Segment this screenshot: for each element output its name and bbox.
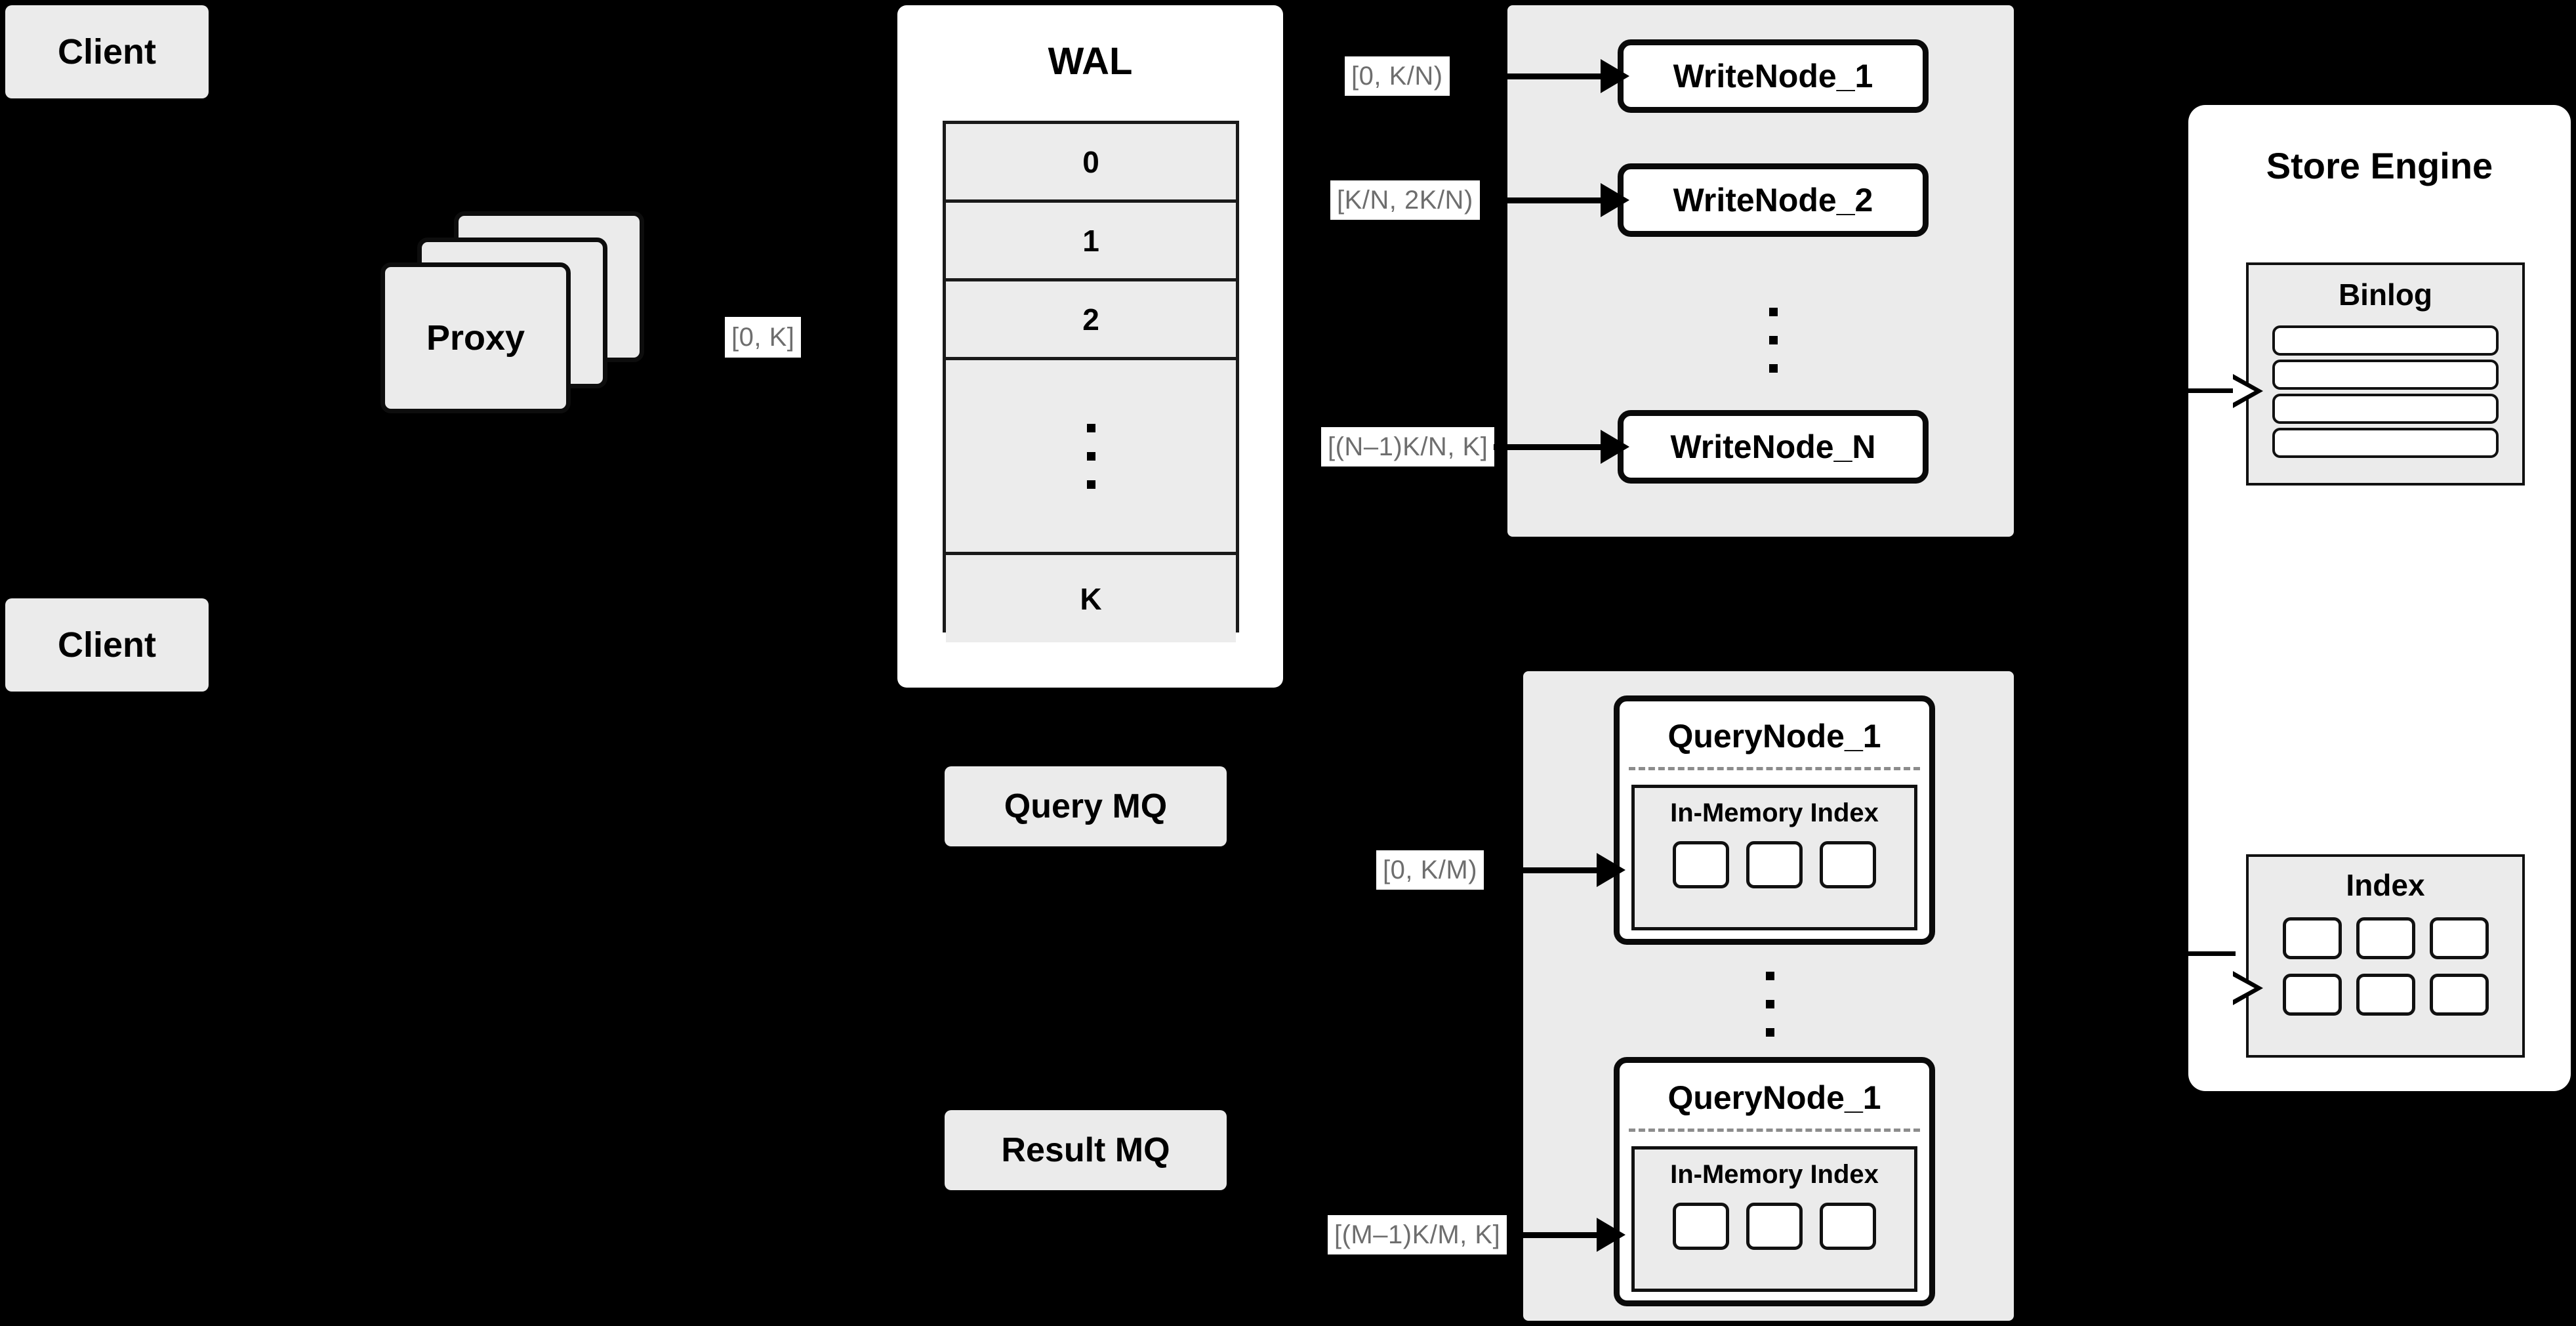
- client-box-bottom[interactable]: Client: [5, 598, 209, 692]
- proxy-stack[interactable]: Proxy: [380, 211, 669, 434]
- proxy-range-label: [0, K]: [725, 317, 802, 358]
- query-node-title: QueryNode_1: [1667, 718, 1881, 755]
- index-cell: [2429, 974, 2489, 1016]
- query-node-1-arrow-head: [1597, 853, 1625, 887]
- write-node-label: WriteNode_1: [1673, 58, 1873, 94]
- wal-row: K: [946, 555, 1236, 642]
- ellipsis-dot: [1086, 480, 1095, 489]
- query-node-m-range-label: [(M–1)K/M, K]: [1328, 1215, 1507, 1254]
- ellipsis-dot: [1086, 451, 1095, 461]
- in-memory-index-box: In-Memory Index: [1631, 1146, 1917, 1292]
- binlog-arrow-line: [2188, 388, 2236, 393]
- in-memory-index-title: In-Memory Index: [1670, 798, 1879, 827]
- index-cell: [1746, 841, 1803, 888]
- binlog-title: Binlog: [2338, 278, 2433, 312]
- store-engine-panel: Store Engine Binlog Index: [2188, 105, 2571, 1091]
- client-box-top[interactable]: Client: [5, 5, 209, 98]
- index-arrow-line: [2188, 951, 2236, 956]
- write-node-n-arrow-line: [1494, 444, 1605, 450]
- write-node-1-arrow-line: [1494, 73, 1605, 79]
- index-title: Index: [2346, 868, 2425, 902]
- query-node-separator: [1629, 1129, 1920, 1132]
- write-node-label: WriteNode_2: [1673, 182, 1873, 218]
- index-cell: [1746, 1203, 1803, 1250]
- ellipsis-dot: [1768, 335, 1778, 344]
- binlog-panel: Binlog: [2246, 262, 2525, 486]
- index-cell: [1673, 841, 1729, 888]
- query-mq-box[interactable]: Query MQ: [945, 766, 1227, 846]
- write-node-2-arrow-line: [1494, 197, 1605, 203]
- index-panel: Index: [2246, 854, 2525, 1058]
- wal-title: WAL: [1048, 40, 1133, 83]
- query-mq-label: Query MQ: [1004, 787, 1168, 825]
- binlog-row: [2272, 394, 2499, 424]
- ellipsis-dot: [1086, 423, 1095, 432]
- query-node-separator: [1629, 767, 1920, 770]
- query-node-m-arrow-head: [1597, 1218, 1625, 1252]
- client-label: Client: [57, 625, 156, 665]
- write-node-1[interactable]: WriteNode_1: [1618, 39, 1929, 113]
- index-cell: [1673, 1203, 1729, 1250]
- index-cell: [2429, 917, 2489, 959]
- query-node-m-arrow-line: [1509, 1232, 1601, 1238]
- wal-panel: WAL 0 1 2 K: [897, 5, 1283, 688]
- query-node-m[interactable]: QueryNode_1 In-Memory Index: [1614, 1057, 1935, 1306]
- ellipsis-dot: [1768, 363, 1778, 373]
- proxy-card-front[interactable]: Proxy: [380, 262, 571, 413]
- result-mq-label: Result MQ: [1001, 1131, 1170, 1169]
- query-node-1-range-label: [0, K/M): [1376, 850, 1484, 890]
- write-node-2-arrow-head: [1601, 183, 1629, 217]
- index-cell: [2282, 974, 2342, 1016]
- ellipsis-dot: [1765, 1000, 1774, 1008]
- index-cell: [2356, 917, 2415, 959]
- index-cell: [1820, 1203, 1876, 1250]
- index-cell: [2356, 974, 2415, 1016]
- ellipsis-dot: [1768, 307, 1778, 316]
- wal-row: 1: [946, 203, 1236, 281]
- write-node-2-range-label: [K/N, 2K/N): [1330, 180, 1480, 220]
- store-engine-title: Store Engine: [2266, 145, 2493, 186]
- result-mq-box[interactable]: Result MQ: [945, 1110, 1227, 1190]
- index-cell: [2282, 917, 2342, 959]
- in-memory-index-title: In-Memory Index: [1670, 1160, 1879, 1189]
- write-node-2[interactable]: WriteNode_2: [1618, 163, 1929, 237]
- write-node-1-arrow-head: [1601, 59, 1629, 93]
- query-node-1-arrow-line: [1509, 867, 1601, 873]
- write-node-n-arrow-head: [1601, 430, 1629, 464]
- in-memory-index-box: In-Memory Index: [1631, 785, 1917, 930]
- wal-row: 2: [946, 281, 1236, 360]
- query-cluster-ellipsis: [1760, 943, 1780, 1065]
- query-node-title: QueryNode_1: [1667, 1079, 1881, 1116]
- index-arrow-head: [2233, 971, 2263, 1005]
- ellipsis-dot: [1765, 972, 1774, 980]
- write-node-1-range-label: [0, K/N): [1345, 56, 1450, 96]
- client-label: Client: [57, 32, 156, 72]
- write-node-n-range-label: [(N–1)K/N, K]: [1321, 427, 1495, 466]
- write-node-label: WriteNode_N: [1670, 428, 1876, 465]
- wal-row: 0: [946, 124, 1236, 203]
- write-node-n[interactable]: WriteNode_N: [1618, 410, 1929, 484]
- binlog-row: [2272, 428, 2499, 458]
- wal-row-ellipsis: [946, 360, 1236, 555]
- wal-table: 0 1 2 K: [943, 121, 1239, 642]
- binlog-arrow-head: [2233, 374, 2263, 408]
- binlog-row: [2272, 325, 2499, 356]
- write-cluster-ellipsis: [1763, 274, 1783, 405]
- index-cell: [1820, 841, 1876, 888]
- binlog-row: [2272, 360, 2499, 390]
- proxy-label: Proxy: [426, 318, 525, 358]
- ellipsis-dot: [1765, 1028, 1774, 1037]
- query-node-1[interactable]: QueryNode_1 In-Memory Index: [1614, 695, 1935, 945]
